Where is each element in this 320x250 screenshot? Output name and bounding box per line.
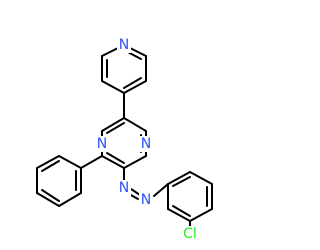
bond [41,189,60,202]
atom-label-cl: Cl [183,226,197,242]
atom-n-azo-1: N [117,180,131,196]
atom-label-n: N [141,192,151,208]
bond [101,117,125,132]
atom-cl: Cl [179,226,201,242]
atom-label-n: N [119,37,129,53]
bond [106,152,125,164]
bond [101,80,125,94]
bond [101,155,125,169]
atom-n-pyrimidine-left: N [95,136,109,152]
bond [80,155,103,169]
atom-labels: N N N N N Cl [95,37,201,242]
atom-n-pyrimidine-right: N [139,136,153,152]
bond [172,205,191,217]
bond [123,80,147,94]
atom-n-pyridine: N [117,37,131,53]
bond [167,208,191,222]
bond [123,77,142,89]
atom-label-n: N [119,180,129,196]
bond [123,117,147,132]
bond [153,183,169,197]
bond [58,155,82,169]
bond [172,176,191,187]
bonds [36,44,213,227]
atom-n-azo-2: N [139,192,153,208]
bond [41,160,60,172]
bond [106,122,125,134]
bond [189,171,213,185]
bond [189,208,213,222]
bond [130,188,141,196]
bond [123,155,147,169]
atom-label-n: N [97,136,107,152]
atom-label-n: N [141,136,151,152]
bond [36,192,60,207]
bond [36,155,60,169]
bond [58,192,82,207]
chemical-structure-diagram: N N N N N Cl [36,37,213,242]
bond [167,171,191,185]
